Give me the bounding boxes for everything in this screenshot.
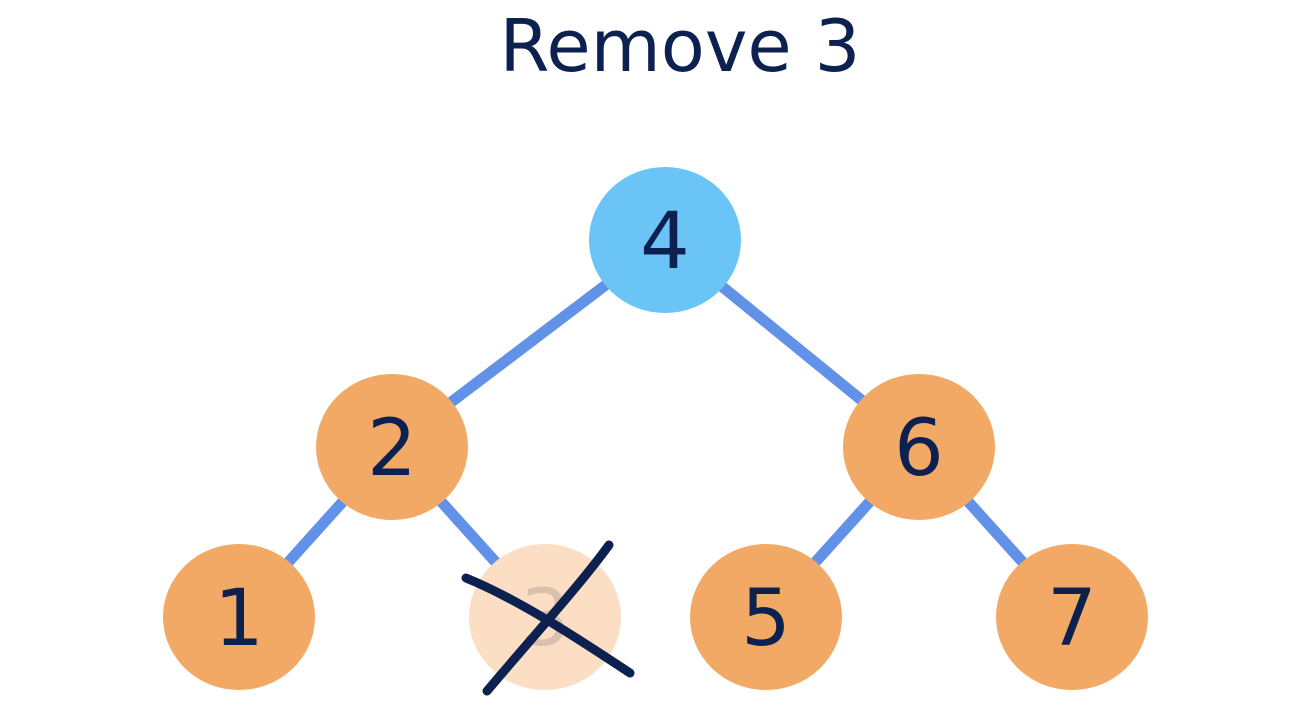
node-circle-1 — [163, 544, 315, 690]
node-label-1: 1 — [214, 574, 264, 664]
node-label-7: 7 — [1047, 574, 1097, 664]
diagram-title: Remove 3 — [499, 4, 861, 88]
marks-layer — [461, 540, 635, 696]
node-label-5: 5 — [741, 574, 791, 664]
cross-stroke-1 — [482, 540, 614, 696]
tree-node-6: 6 — [843, 374, 995, 520]
node-label-4: 4 — [640, 197, 690, 287]
node-label-6: 6 — [894, 404, 944, 494]
tree-node-4: 4 — [589, 167, 741, 313]
node-circle-5 — [690, 544, 842, 690]
tree-node-5: 5 — [690, 544, 842, 690]
node-circle-6 — [843, 374, 995, 520]
tree-node-2: 2 — [316, 374, 468, 520]
node-label-2: 2 — [367, 404, 417, 494]
cross-mark — [461, 540, 635, 696]
cross-stroke-2 — [461, 573, 635, 678]
tree-node-7: 7 — [996, 544, 1148, 690]
node-circle-2 — [316, 374, 468, 520]
node-circle-7 — [996, 544, 1148, 690]
node-circle-4 — [589, 167, 741, 313]
tree-node-1: 1 — [163, 544, 315, 690]
